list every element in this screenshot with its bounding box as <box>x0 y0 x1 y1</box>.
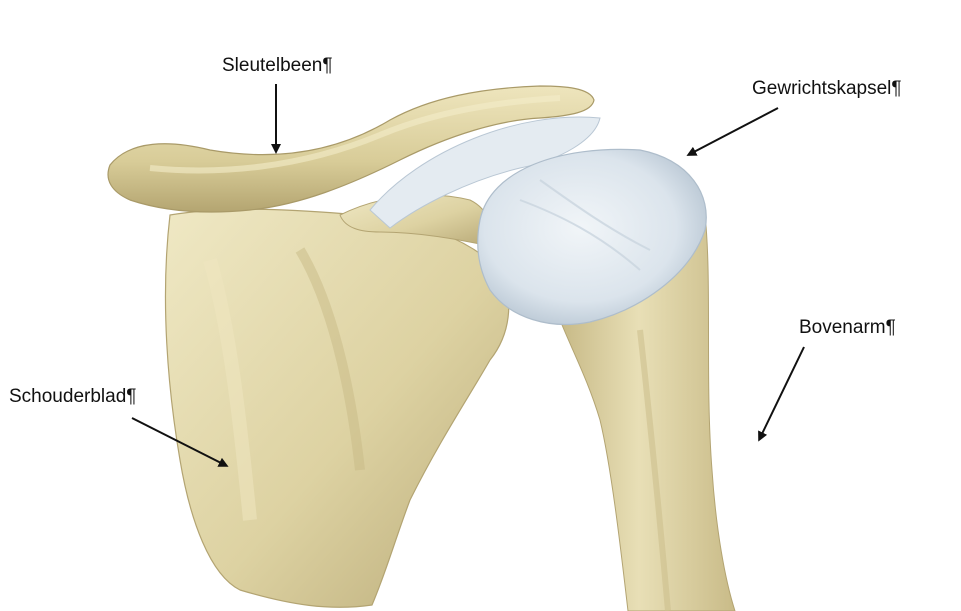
joint-capsule-label: Gewrichtskapsel¶ <box>752 79 902 98</box>
shoulder-blade-label: Schouderblad¶ <box>9 387 136 406</box>
shoulder-blade-bone <box>165 195 508 607</box>
joint-capsule-arrow <box>690 108 778 154</box>
upper-arm-arrow <box>760 347 804 438</box>
upper-arm-label: Bovenarm¶ <box>799 318 896 337</box>
clavicle-label: Sleutelbeen¶ <box>222 56 333 75</box>
